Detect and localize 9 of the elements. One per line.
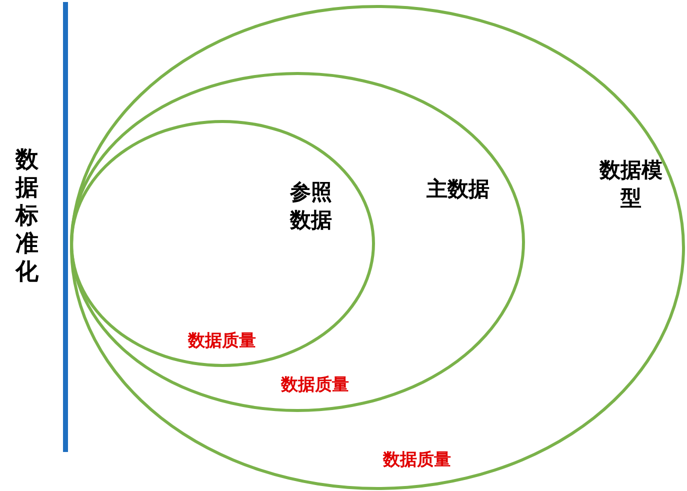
side-label: 数据标准化 [14, 146, 40, 286]
region-label: 数据模型 [598, 157, 664, 212]
region-label: 参照数据 [288, 179, 333, 234]
ellipse-region [70, 5, 685, 490]
quality-label: 数据质量 [383, 449, 451, 471]
ellipse-region [70, 72, 525, 412]
region-label: 主数据 [426, 176, 490, 203]
quality-label: 数据质量 [188, 330, 256, 352]
quality-label: 数据质量 [281, 374, 349, 396]
